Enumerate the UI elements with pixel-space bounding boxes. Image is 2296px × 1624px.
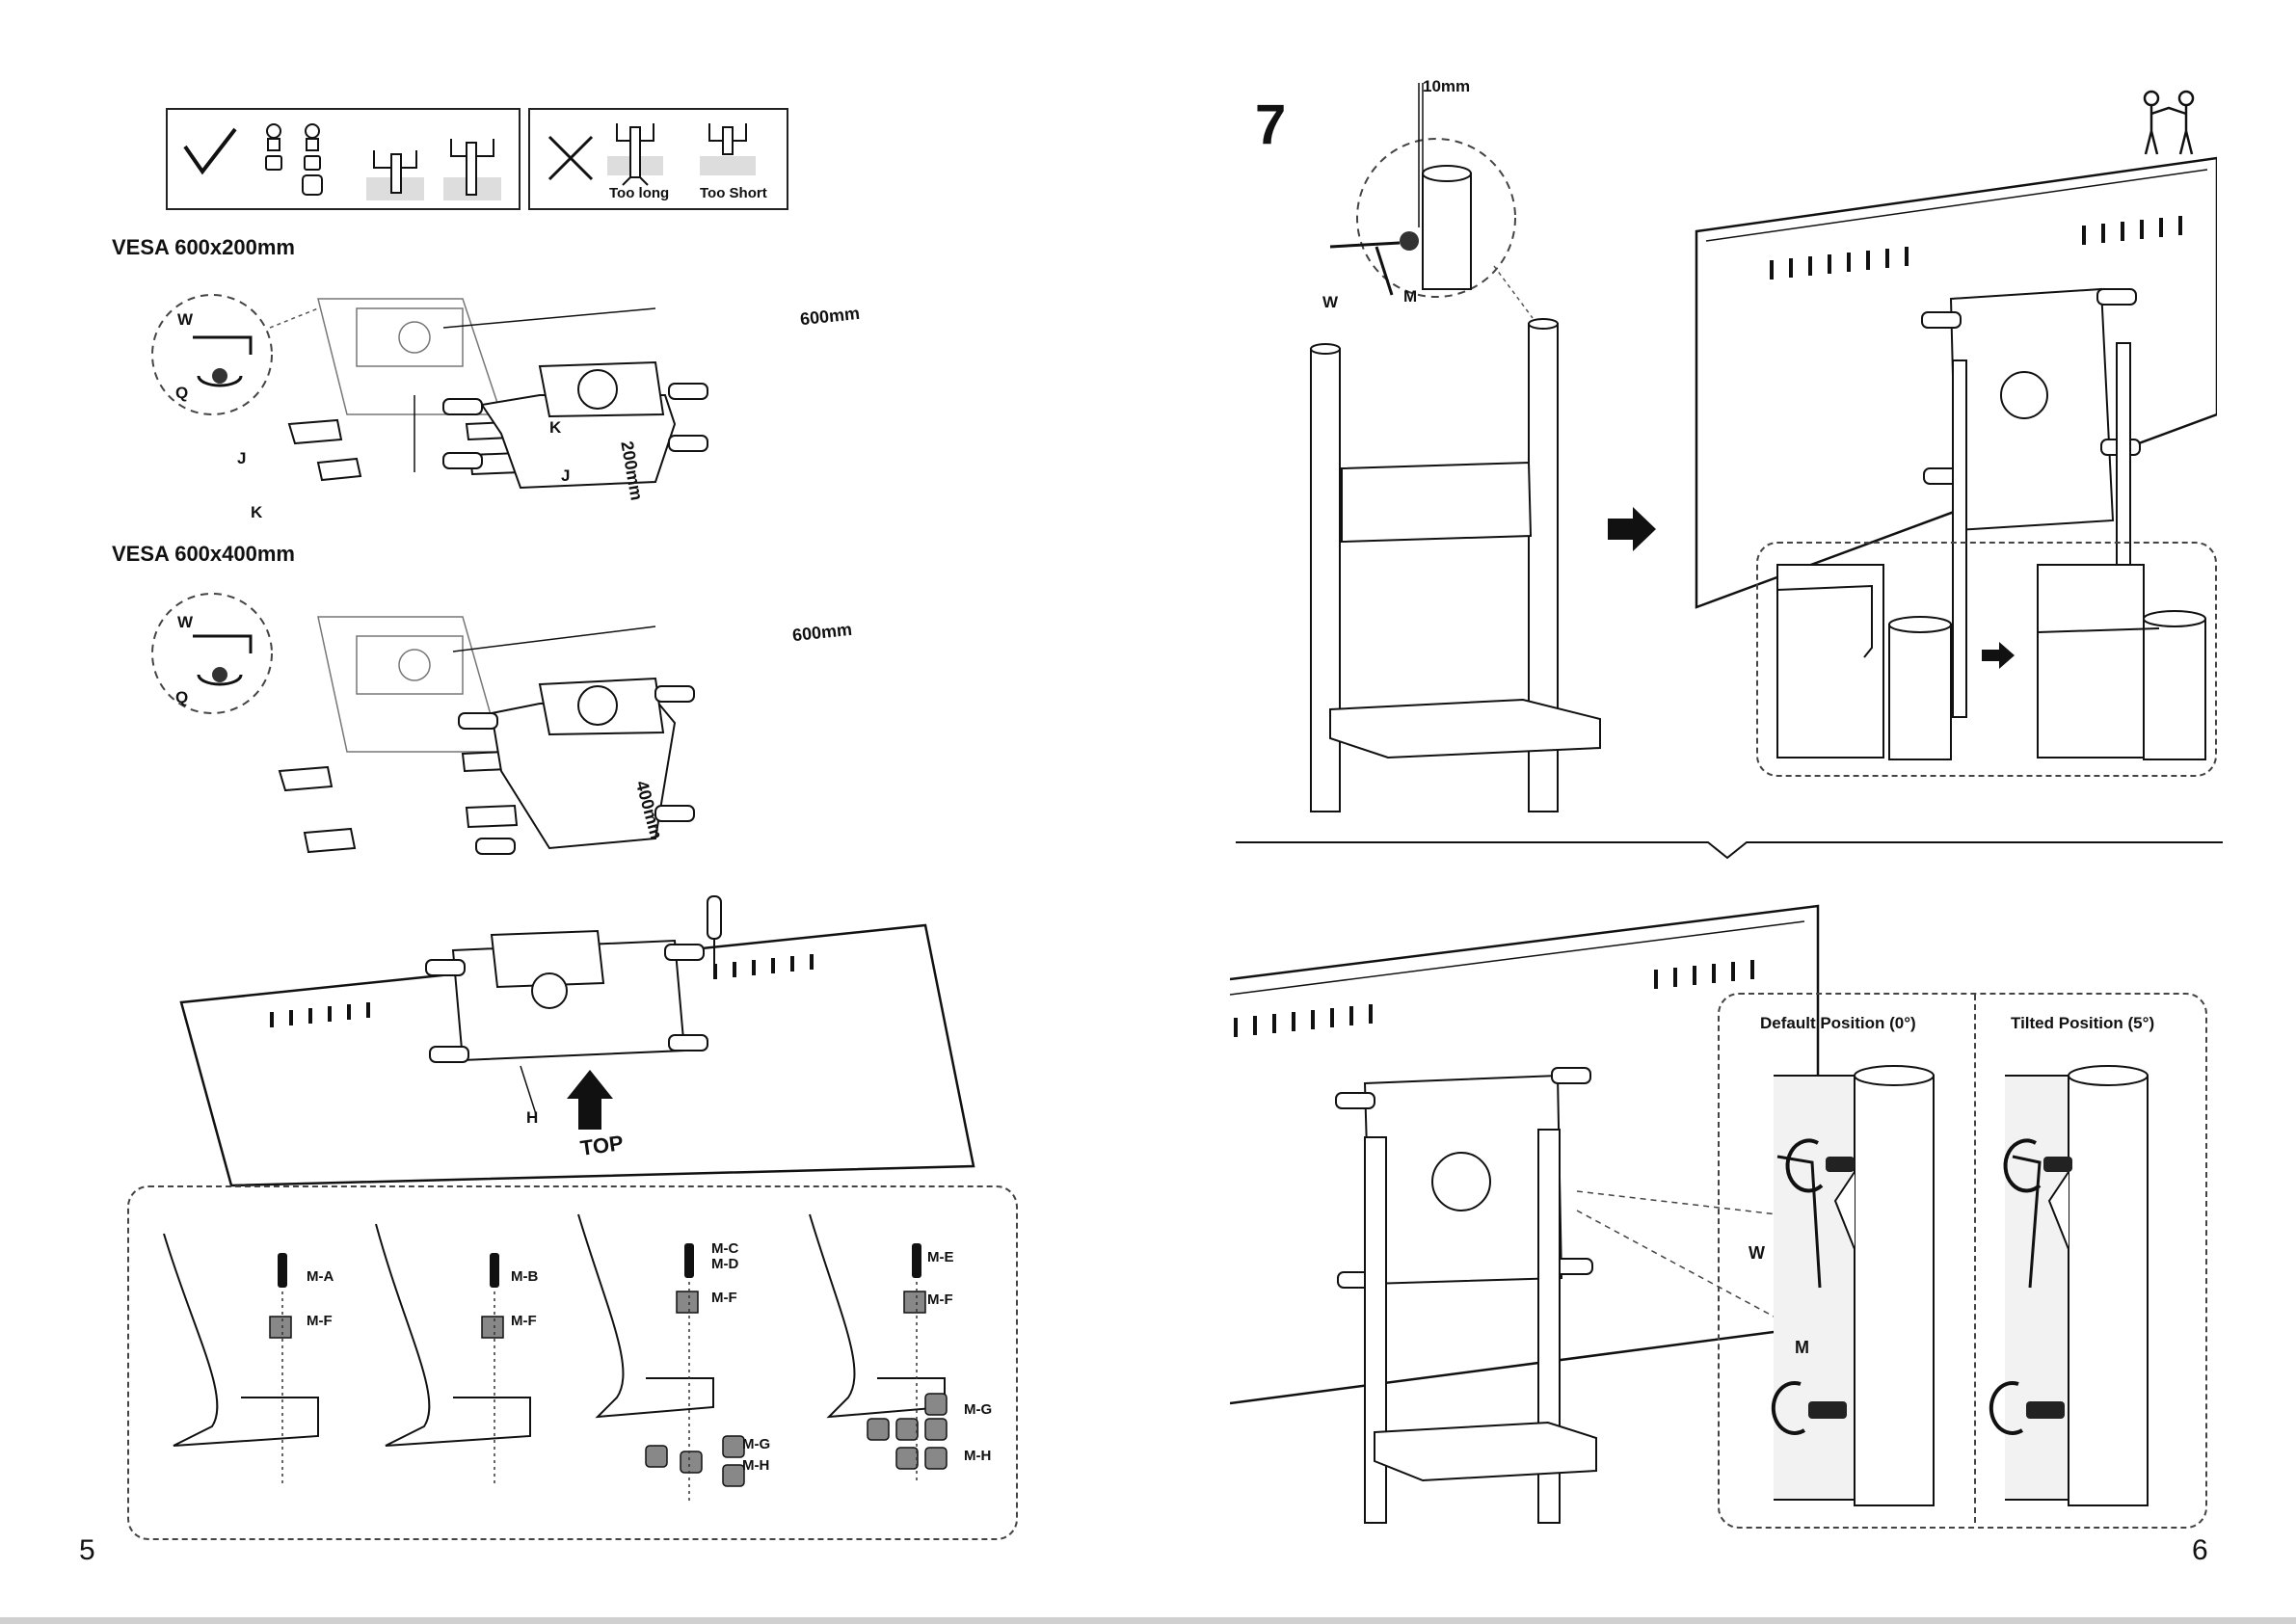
tool-w-label-top: W [1322,293,1338,312]
part-j-label-left: J [237,449,246,468]
spacer-mg-label-3: M-G [742,1436,770,1452]
screw-mc-md-label: M-C M-D [711,1241,738,1272]
part-w-label-a: W [177,310,193,330]
too-long-screw-icon [617,123,654,185]
right-arrow-icon [1608,507,1658,551]
legend-incorrect-box: Too long Too Short [528,108,788,210]
screw-options-art [135,1195,1012,1532]
plate-mf-label-2: M-F [511,1313,537,1329]
part-h-label: H [526,1108,538,1128]
tv-mount-diagram [174,877,983,1205]
too-short-screw-icon [709,123,746,154]
plate-mf-label-3: M-F [711,1290,737,1306]
too-long-label: Too long [609,185,669,201]
step-number: 7 [1255,93,1286,157]
plate-mf-label-1: M-F [307,1313,333,1329]
spacer-mh-label-4: M-H [964,1448,991,1464]
part-w-label-b: W [177,613,193,632]
part-j-label-right: J [561,466,570,486]
part-q-label-a: Q [175,384,188,403]
default-position-title: Default Position (0°) [1760,1014,1916,1033]
plate-mf-label-4: M-F [927,1291,953,1308]
screw-washer-icon [266,124,281,170]
gap-10mm-label: 10mm [1423,77,1470,96]
check-icon [185,129,235,172]
bottom-edge-bar [0,1617,2296,1624]
screw-m-label-bottom: M [1795,1338,1809,1358]
screw-mb-label: M-B [511,1268,538,1285]
page-number-left: 5 [79,1534,95,1567]
vesa-600x400-heading: VESA 600x400mm [112,542,295,567]
part-k-label-left: K [251,503,262,522]
tool-w-label-bottom: W [1749,1243,1765,1264]
part-q-label-b: Q [175,688,188,707]
vesa-600x200-diagram [135,270,1041,540]
section-divider [1236,837,2223,860]
screw-spacer-icon [303,124,322,195]
legend-correct-art [168,110,519,208]
spacer-mg-label-4: M-G [964,1401,992,1418]
screw-m-label-top: M [1403,287,1417,306]
part-k-label-right: K [549,418,561,438]
cross-icon [549,137,592,179]
screw-me-label: M-E [927,1249,954,1265]
two-person-lift-icon [2140,89,2198,156]
screw-ma-label: M-A [307,1268,334,1285]
vesa-600x400-diagram [135,578,1041,867]
tilted-position-title: Tilted Position (5°) [2011,1014,2154,1033]
vesa-600x200-heading: VESA 600x200mm [112,235,295,260]
legend-correct-box [166,108,521,210]
stand-detail-diagram [1292,83,1619,815]
hook-detail-art [1764,551,2207,763]
spacer-mh-label-3: M-H [742,1457,769,1474]
too-short-label: Too Short [700,185,767,201]
page-number-right: 6 [2192,1534,2208,1567]
tilt-positions-art [1725,1056,2198,1509]
